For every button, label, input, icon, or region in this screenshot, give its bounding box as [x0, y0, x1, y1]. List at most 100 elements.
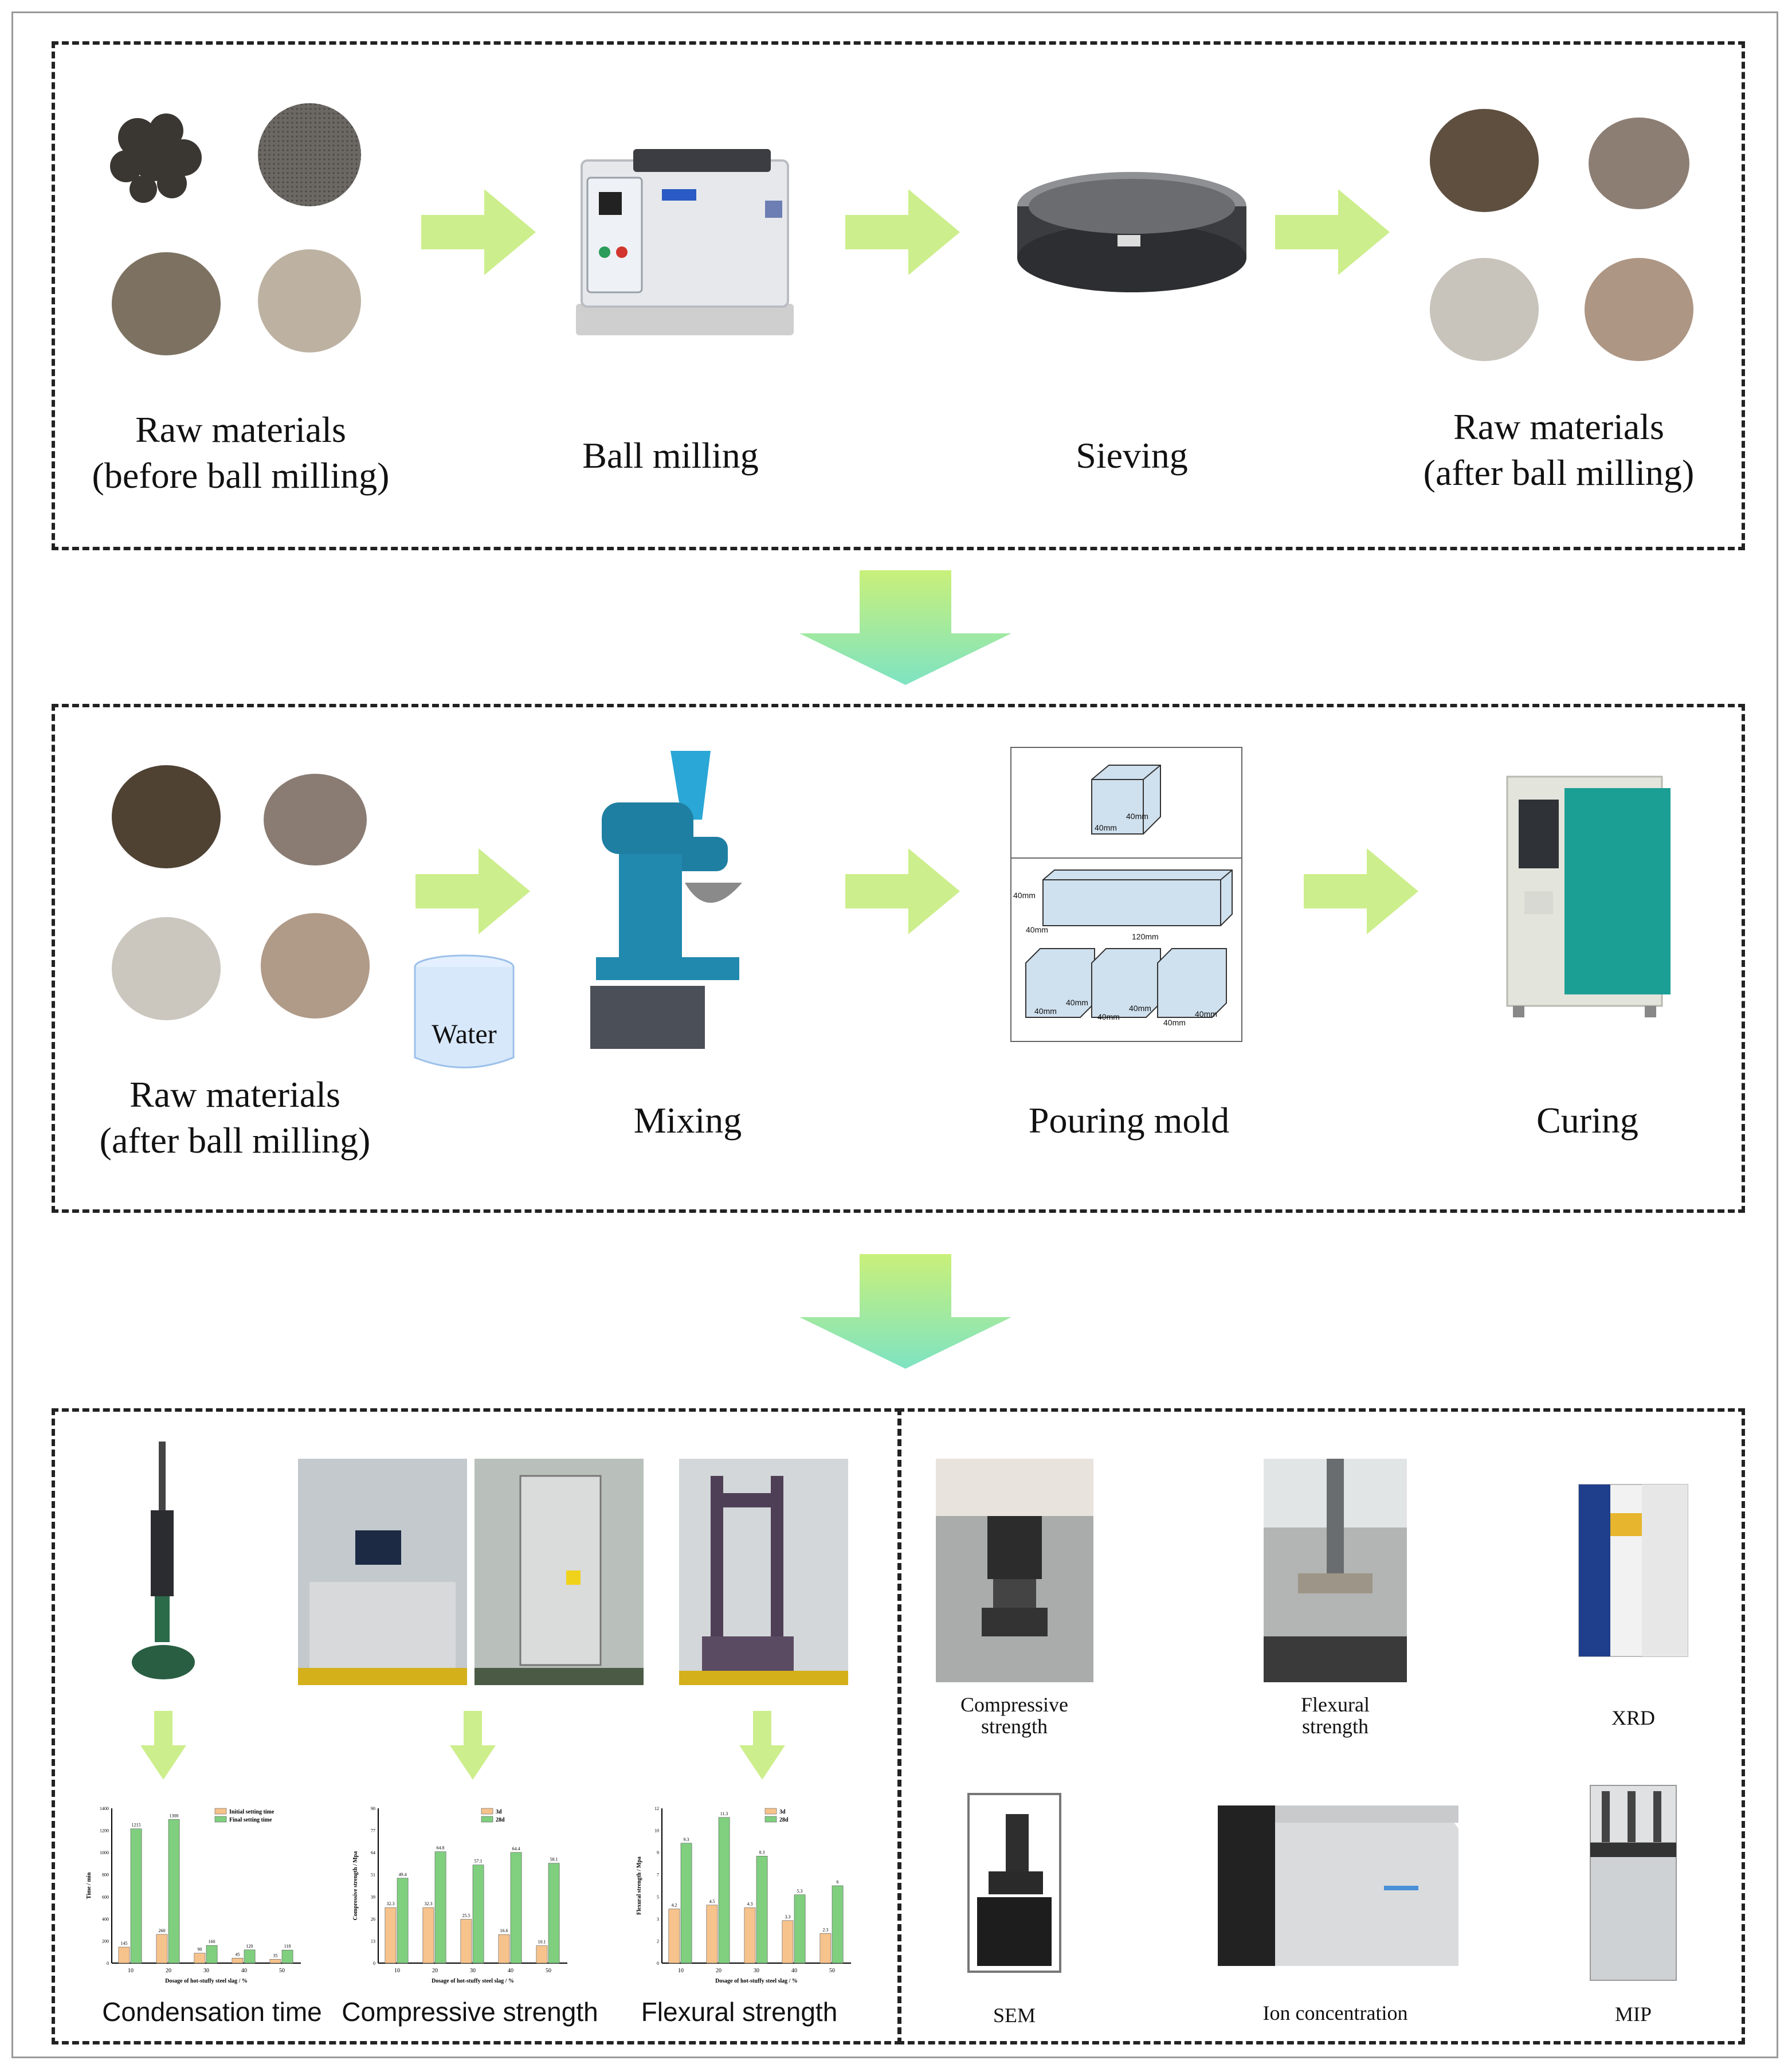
compression-lab-photo-1: [298, 1459, 467, 1685]
sem-label: SEM: [993, 2004, 1036, 2027]
y-axis-label: Compressive strength / Mpa: [352, 1851, 359, 1920]
arrow-right-1: [421, 189, 536, 275]
x-tick-label: 10: [678, 1968, 684, 1974]
bar-3d: [668, 1909, 680, 1964]
y-axis-label: Time / min: [86, 1872, 92, 1899]
data-label: 64.4: [512, 1846, 520, 1851]
curing-label: Curing: [1536, 1100, 1638, 1141]
data-label: 118: [284, 1944, 291, 1949]
xrd-label: XRD: [1611, 1706, 1655, 1729]
bar-28d: [680, 1843, 692, 1964]
bar-28d: [472, 1865, 484, 1964]
stage2-box: [52, 704, 1745, 1213]
x-axis-label: Dosage of hot-stuffy steel slag / %: [432, 1978, 514, 1984]
legend-swatch: [764, 1816, 777, 1823]
data-label: 6: [837, 1879, 839, 1885]
data-label: 64.8: [437, 1846, 445, 1851]
y-tick-label: 9: [657, 1850, 659, 1855]
bar-initial-setting-time: [118, 1946, 130, 1964]
mip-instrument-image: [1590, 1785, 1677, 1981]
y-tick-label: 51: [371, 1873, 375, 1878]
bar-final-setting-time: [206, 1945, 218, 1964]
bar-3d: [744, 1907, 756, 1964]
data-label: 32.3: [424, 1901, 432, 1906]
bar-28d: [756, 1855, 768, 1964]
legend-swatch: [214, 1816, 227, 1823]
mold-dim-cube2: 40mm: [1095, 823, 1117, 832]
x-tick-label: 50: [829, 1968, 835, 1974]
ion-analyzer-image: [1218, 1805, 1458, 1966]
flexural-strength-label: Flexural strength: [641, 1997, 838, 2027]
bar-28d: [718, 1817, 730, 1964]
data-label: 4.5: [709, 1899, 715, 1904]
raw-before-label: Raw materials(before ball milling): [92, 409, 390, 496]
data-label: 4.2: [671, 1903, 677, 1908]
xrd-instrument-image: [1578, 1484, 1688, 1657]
bar-final-setting-time: [168, 1819, 180, 1964]
y-tick-label: 0: [657, 1961, 659, 1966]
data-label: 160: [209, 1939, 215, 1944]
bar-3d: [706, 1905, 718, 1964]
mold-dim-prism-w: 40mm: [1026, 925, 1048, 934]
y-tick-label: 3: [657, 1917, 659, 1922]
x-tick-label: 20: [166, 1968, 171, 1974]
bar-28d: [397, 1878, 409, 1964]
x-tick-label: 50: [279, 1968, 285, 1974]
raw-materials-after-image-1: [1430, 109, 1693, 361]
legend-label: 3d: [496, 1809, 502, 1815]
sieving-label: Sieving: [1076, 435, 1188, 476]
mold-prism: [1042, 869, 1233, 926]
legend-swatch: [481, 1816, 493, 1823]
y-tick-label: 5: [657, 1894, 659, 1899]
arrow-right-2: [845, 189, 960, 275]
compression-lab-photo-2: [475, 1459, 644, 1685]
data-label: 25.5: [462, 1913, 470, 1918]
y-tick-label: 10: [654, 1828, 659, 1834]
x-tick-label: 30: [470, 1968, 476, 1974]
x-tick-label: 10: [128, 1968, 134, 1974]
ion-concentration-label: Ion concentration: [1262, 2002, 1408, 2024]
data-label: 8.3: [759, 1850, 765, 1855]
mold-cubes-bottom: [1025, 948, 1227, 1018]
data-label: 10.1: [538, 1940, 546, 1945]
y-tick-label: 64: [371, 1850, 375, 1855]
x-tick-label: 40: [508, 1968, 513, 1974]
legend-label: 28d: [779, 1817, 789, 1823]
water-beaker-image: [414, 954, 515, 1068]
raw-after-label-1: Raw materials(after ball milling): [1423, 406, 1695, 493]
bar-28d: [832, 1885, 844, 1964]
bar-28d: [434, 1851, 446, 1964]
data-label: 90: [197, 1947, 202, 1952]
y-tick-label: 0: [373, 1961, 375, 1966]
flexural-machine-photo: [679, 1459, 848, 1685]
sieve-image: [1017, 172, 1246, 292]
x-tick-label: 10: [394, 1968, 400, 1974]
x-tick-label: 20: [432, 1968, 438, 1974]
data-label: 16.6: [500, 1928, 508, 1933]
y-tick-label: 77: [371, 1828, 375, 1834]
bar-3d: [782, 1920, 794, 1964]
y-axis-label: Flexural strength / Mpa: [636, 1856, 642, 1915]
legend-swatch: [481, 1808, 493, 1815]
mold-dim-cube: 40mm: [1126, 812, 1148, 821]
bar-28d: [510, 1852, 522, 1964]
mold-diagram: [1010, 747, 1242, 1042]
mold-dim-c1b: 40mm: [1066, 998, 1088, 1007]
data-label: 2.3: [822, 1927, 828, 1932]
vicat-apparatus-image: [132, 1442, 195, 1679]
y-tick-label: 200: [102, 1938, 109, 1944]
data-label: 45: [235, 1952, 240, 1957]
data-label: 9.3: [684, 1837, 689, 1842]
mold-divider: [1010, 857, 1242, 859]
compressive-strength-chart: 1032.349.42032.364.83025.557.14016.664.4…: [352, 1806, 567, 1984]
arrow-right-4: [415, 848, 530, 934]
y-tick-label: 800: [102, 1873, 109, 1878]
compressive-test-photo: [936, 1459, 1093, 1682]
data-label: 58.1: [550, 1857, 558, 1862]
bar-3d: [422, 1907, 434, 1964]
legend-label: 28d: [496, 1817, 505, 1823]
flexural-strength-chart: 104.29.3204.511.3304.38.3403.35.3502.360…: [636, 1806, 851, 1984]
x-tick-label: 30: [754, 1968, 759, 1974]
